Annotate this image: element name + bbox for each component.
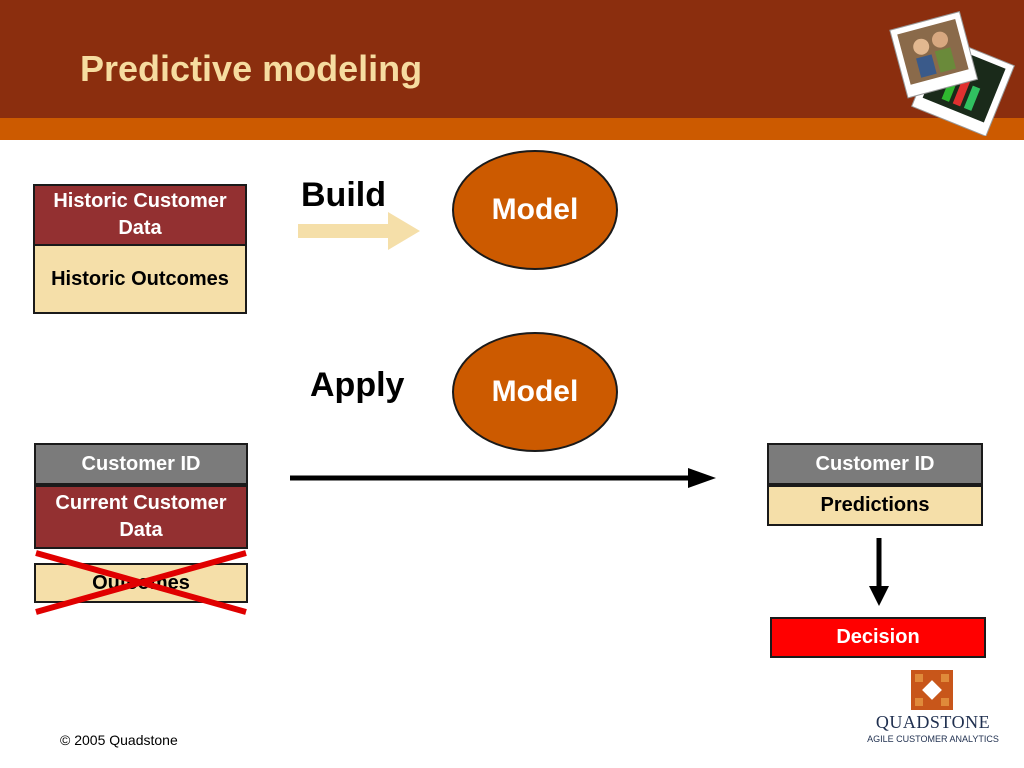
cross-out-icon — [35, 550, 247, 615]
historic-outcomes-label: Historic Outcomes — [51, 267, 229, 290]
current-customer-data-box: Current Customer Data — [34, 485, 248, 549]
decision-label: Decision — [836, 626, 920, 648]
apply-arrow-icon — [290, 468, 716, 488]
historic-customer-data-box: Historic Customer Data — [33, 184, 247, 246]
quadstone-logo-icon — [911, 670, 953, 710]
decision-box: Decision — [770, 617, 986, 658]
build-label: Build — [301, 176, 386, 214]
predictions-box: Predictions — [767, 485, 983, 526]
current-customer-data-label: Current Customer Data — [55, 492, 227, 541]
build-arrow-icon — [298, 212, 420, 250]
apply-label: Apply — [310, 366, 405, 404]
header-band — [0, 0, 1024, 118]
build-model-oval: Model — [452, 150, 618, 270]
predictions-label: Predictions — [820, 494, 930, 516]
build-model-label: Model — [491, 193, 579, 226]
down-arrow-icon — [869, 538, 889, 606]
apply-model-label: Model — [491, 375, 579, 408]
copyright-footer: © 2005 Quadstone — [60, 732, 178, 748]
customer-id-box: Customer ID — [34, 443, 248, 485]
customer-id-label: Customer ID — [81, 452, 201, 475]
apply-model-oval: Model — [452, 332, 618, 452]
header-stripe — [0, 118, 1024, 140]
historic-outcomes-box: Historic Outcomes — [33, 244, 247, 314]
result-customer-id-label: Customer ID — [815, 452, 935, 475]
slide-title: Predictive modeling — [80, 48, 423, 89]
photo-stack-icon — [889, 11, 1015, 136]
result-customer-id-box: Customer ID — [767, 443, 983, 485]
logo-tagline: AGILE CUSTOMER ANALYTICS — [867, 734, 999, 744]
logo-name: QUADSTONE — [875, 712, 991, 732]
historic-customer-data-label: Historic Customer Data — [53, 190, 227, 239]
